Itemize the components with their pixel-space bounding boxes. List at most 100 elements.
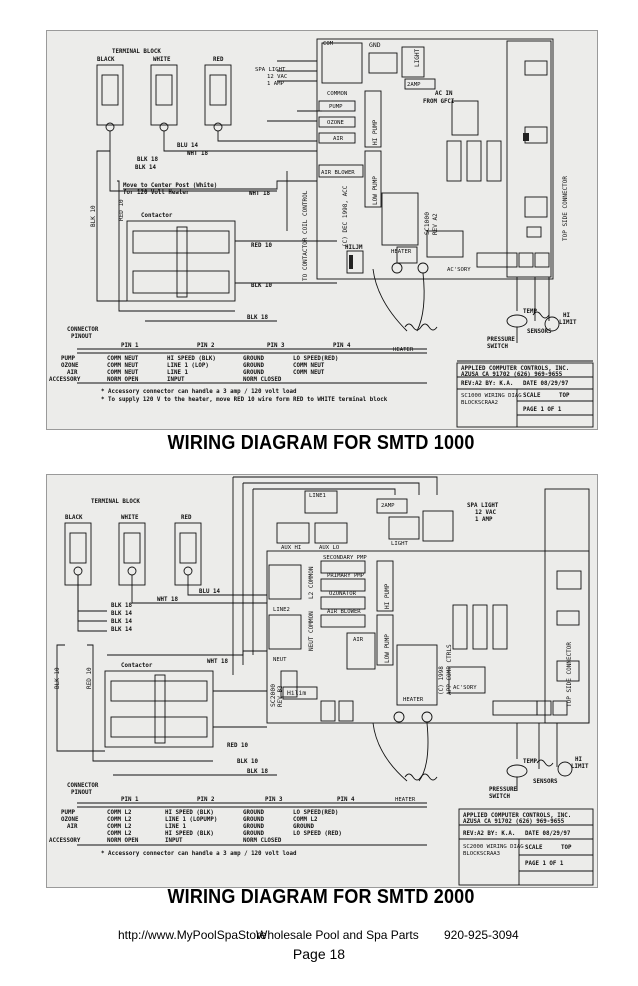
line1-label: LINE1 [309,493,326,499]
rev-label: REV:A2 BY: K.A. [461,381,513,387]
terminal-block-label: TERMINAL BLOCK [91,499,140,505]
wire-red10-b: RED 10 [251,243,272,249]
wire-blu14: BLU 14 [177,143,198,149]
pinout-row: OZONE COMM NEUT LINE 1 (LOP) GROUND COMM… [61,363,325,369]
svg-text:PUMP: PUMP [61,810,75,816]
svg-text:COMM L2: COMM L2 [107,824,132,830]
line2-label: LINE2 [273,607,290,613]
hi-limit-label: HI [563,313,570,319]
svg-text:LINE 1 (LOP): LINE 1 (LOP) [167,363,209,369]
svg-text:LIMIT: LIMIT [571,764,589,770]
page-label: PAGE 1 OF 1 [525,861,564,867]
top-side-connector-label: TOP SIDE CONNECTOR [566,642,573,707]
rev-label: REV:A2 BY: K.A. [463,831,515,837]
heater-label: HEATER [403,697,424,703]
svg-text:PUMP: PUMP [61,356,75,362]
com-label: COM [323,41,334,47]
pump-relay-label: PUMP [329,104,343,110]
svg-text:FROM GFCI: FROM GFCI [423,99,454,105]
wire-blk10: BLK 10 [54,667,61,689]
footer-wholesale: Wholesale Pool and Spa Parts [256,928,419,942]
2amp-label: 2AMP [381,503,395,509]
svg-text:for 120 Volt Heater: for 120 Volt Heater [123,190,190,196]
hiljm-label: HILJM [345,245,363,251]
common-label: COMMON [327,91,347,97]
svg-text:NORM CLOSED: NORM CLOSED [243,838,282,844]
svg-text:HI SPEED (BLK): HI SPEED (BLK) [165,810,214,816]
svg-text:NORM OPEN: NORM OPEN [107,838,139,844]
pinout-row: AIR COMM L2 LINE 1 GROUND GROUND [67,824,314,830]
title-block [458,808,594,886]
svg-text:COMM NEUT: COMM NEUT [293,370,325,376]
footer-url[interactable]: http://www.MyPoolSpaStore [118,928,267,942]
drawing-desc: SC2000 WIRING DIAG [463,844,524,850]
wire-blk10-b: BLK 10 [251,283,272,289]
terminal-label-white: WHITE [153,57,171,63]
wire-wht18-b: WHT 18 [207,659,228,665]
svg-text:PINOUT: PINOUT [71,790,92,796]
sensors-label: SENSORS [533,779,558,785]
svg-text:LO SPEED(RED): LO SPEED(RED) [293,810,338,816]
company-address: AZUSA CA 91702 (626) 969-9655 [461,372,563,378]
svg-text:BLOCKSCRAA2: BLOCKSCRAA2 [461,400,498,406]
page-number: Page 18 [292,946,346,962]
svg-text:GROUND: GROUND [243,817,264,823]
svg-text:SWITCH: SWITCH [489,794,510,800]
pinout-row: COMM L2 HI SPEED (BLK) GROUND LO SPEED (… [107,831,342,837]
wire-red10: RED 10 [118,199,125,221]
scale-value: TOP [559,393,570,399]
ozonator-label: OZONATOR [329,591,357,597]
wire-blk14: BLK 14 [111,611,132,617]
wire-blk10: BLK 10 [90,205,97,227]
drawing-desc: SC1000 WIRING DIAG [461,393,522,399]
svg-text:ACCESSORY: ACCESSORY [49,838,81,844]
copyright-label: (C) 1998 [438,666,445,695]
wire-blk18: BLK 18 [137,157,158,163]
svg-text:NORM CLOSED: NORM CLOSED [243,377,282,383]
aux-lo-label: AUX LO [319,545,340,551]
svg-text:APP COMP CTRLS: APP COMP CTRLS [446,644,453,695]
pinout-row: ACCESSORY NORM OPEN INPUT NORM CLOSED [49,838,282,844]
wire-blk18-b: BLK 18 [247,315,268,321]
wire-wht18: WHT 18 [187,151,208,157]
svg-text:ACCESSORY: ACCESSORY [49,377,81,383]
wire-blk14-c: BLK 14 [111,627,132,633]
hi-limit-label: HI [575,757,582,763]
wire-blu14: BLU 14 [199,589,220,595]
svg-text:PINOUT: PINOUT [71,334,92,340]
svg-text:NORM OPEN: NORM OPEN [107,377,139,383]
terminal-label-red: RED [213,57,224,63]
spa-light-label: SPA LIGHT [255,67,286,73]
spa-light-label: SPA LIGHT [467,503,499,509]
pinout-label: CONNECTOR [67,783,99,789]
wire-red10: RED 10 [86,667,93,689]
svg-text:GROUND: GROUND [243,356,264,362]
svg-text:COMM L2: COMM L2 [107,810,132,816]
pinout-row: OZONE COMM L2 LINE 1 (LOPUMP) GROUND COM… [61,817,318,823]
board-label: SC2000 [269,684,277,707]
pin-header: PIN 4 [333,343,351,349]
pin-header: PIN 3 [265,797,283,803]
low-pump-label: LOW PUMP [372,176,379,205]
diagram-2-drawing: TERMINAL BLOCK BLACK WHITE RED LINE1 2AM… [49,476,594,886]
svg-text:INPUT: INPUT [167,377,185,383]
svg-text:COMM NEUT: COMM NEUT [107,356,139,362]
contactor-label: Contactor [121,663,153,669]
svg-text:COMM NEUT: COMM NEUT [107,370,139,376]
air-relay-label: AIR [333,136,344,142]
neut-label: NEUT [273,657,287,663]
low-pump-label: LOW PUMP [384,634,391,663]
svg-text:COMM NEUT: COMM NEUT [107,363,139,369]
hilim-label: Hilim [287,689,306,697]
terminal-white [150,64,178,126]
temp-label: TEMP [523,309,537,315]
wire-blk14: BLK 14 [135,165,156,171]
heater-coil-label: HEATER [393,347,414,353]
svg-text:1 AMP: 1 AMP [267,81,284,87]
light-label: LIGHT [414,49,421,67]
copyright-label: (C) DEC 1998, ACC [342,185,349,247]
svg-text:12 VAC: 12 VAC [267,74,287,80]
pin-header: PIN 2 [197,797,215,803]
wire-wht18-b: WHT 18 [249,191,270,197]
air-label: AIR [353,637,364,643]
